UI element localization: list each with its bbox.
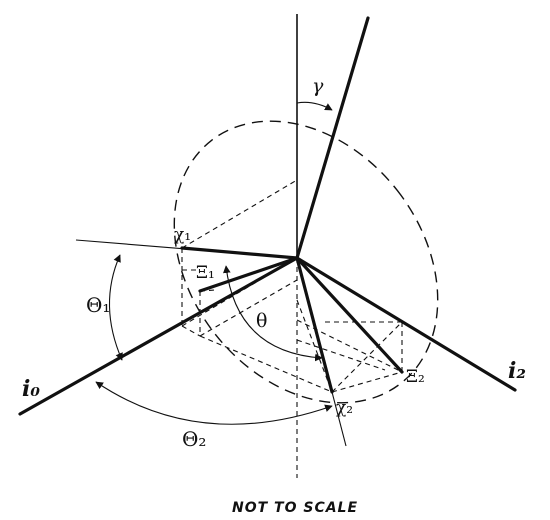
angle-arc-theta2	[95, 381, 333, 425]
label-chi2: χ₂	[336, 398, 353, 418]
caption-not-to-scale: NOT TO SCALE	[232, 500, 358, 516]
label-gamma: γ	[312, 75, 324, 97]
cone-ellipse	[173, 120, 439, 404]
label-theta: θ	[256, 310, 267, 332]
angle-arc-theta1	[108, 254, 123, 361]
construction-lines-right	[199, 299, 403, 393]
label-i2: i₂	[508, 358, 526, 384]
angle-arc-theta	[222, 265, 323, 362]
label-Theta1: Θ₁	[86, 293, 110, 317]
chi2-extension-line	[331, 391, 347, 447]
label-i0: i₀	[22, 376, 40, 402]
incident-beam-i0	[18, 256, 299, 416]
angle-arc-gamma	[296, 101, 333, 111]
label-xi2: Ξ₂	[406, 367, 425, 387]
vector-chi1	[180, 246, 299, 260]
label-xi1: Ξ₁	[196, 263, 215, 283]
outgoing-beam-i2	[295, 256, 517, 392]
tilted-axis	[295, 16, 370, 260]
label-Theta2: Θ₂	[182, 427, 206, 451]
label-chi1: χ₁	[174, 225, 191, 245]
